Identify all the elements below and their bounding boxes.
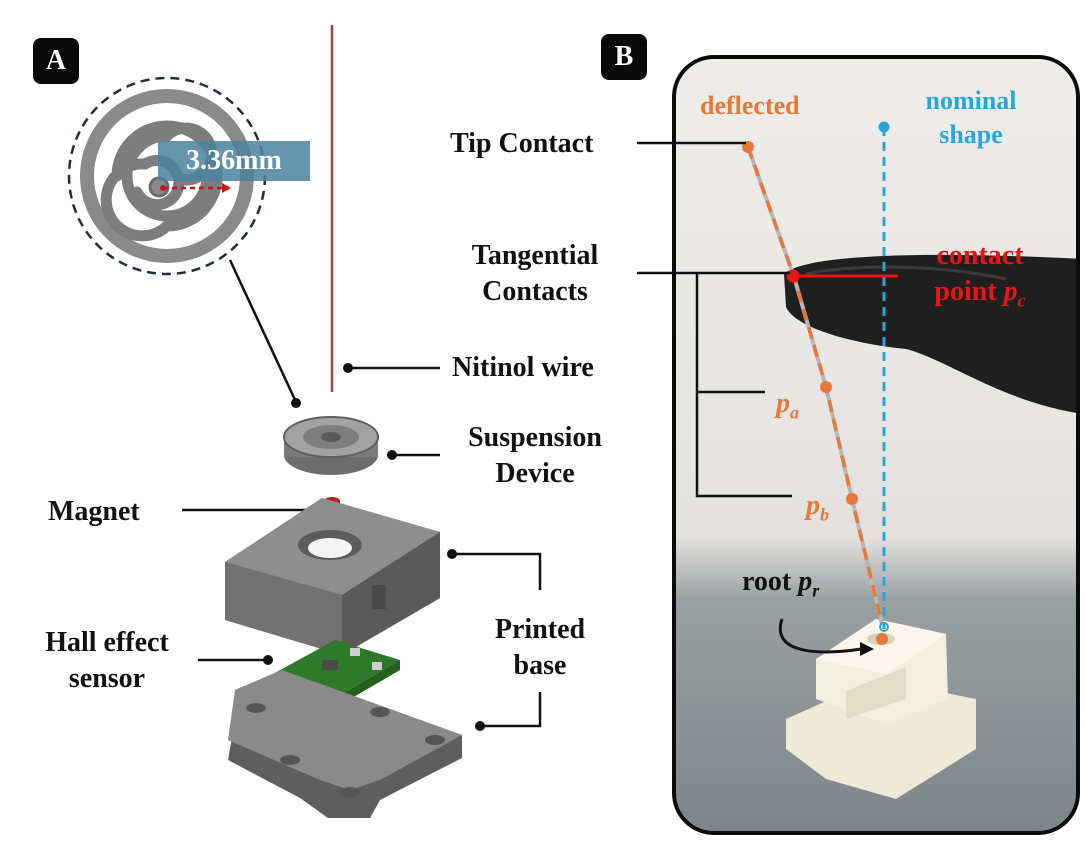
- tip-contact-label: Tip Contact: [450, 128, 594, 159]
- panel-a-badge: A: [33, 38, 79, 84]
- nominal-shape-label: nominal shape: [908, 84, 1034, 152]
- nominal-line1: nominal: [925, 86, 1017, 115]
- suspension-label-line1: Suspension: [468, 422, 602, 453]
- pa-sub: a: [790, 402, 799, 423]
- deflected-label: deflected: [700, 91, 800, 120]
- tangential-label-line2: Contacts: [482, 276, 588, 307]
- printed-base-label: Printed base: [470, 612, 610, 684]
- hall-sensor-label: Hall effect sensor: [22, 625, 192, 697]
- contact-line2: point pc: [910, 274, 1050, 319]
- deflected-curve: [746, 146, 884, 625]
- suspension-device-icon: [283, 416, 379, 475]
- photo-frame: [672, 55, 1080, 835]
- printed-label-line2: base: [513, 650, 567, 681]
- magnet-label: Magnet: [48, 496, 140, 527]
- panel-b-badge: B: [601, 34, 647, 80]
- nominal-line2: shape: [939, 120, 1003, 149]
- root-sym: p: [798, 566, 813, 597]
- pb-label: pb: [806, 488, 829, 533]
- printed-base-lower-icon: [228, 670, 462, 818]
- printed-base-photo: [786, 619, 976, 799]
- tangential-label-line1: Tangential: [471, 240, 599, 271]
- contact-line1: contact: [936, 240, 1024, 271]
- hall-label-line1: Hall effect: [45, 627, 169, 658]
- pa-label: pa: [776, 386, 799, 431]
- root-word: root: [742, 566, 792, 597]
- root-label: root pr: [742, 564, 819, 609]
- printed-label-line1: Printed: [494, 614, 586, 645]
- finger: [784, 254, 1076, 413]
- contact-point-label: contact point pc: [910, 238, 1050, 319]
- tangential-contacts-label: Tangential Contacts: [450, 238, 620, 310]
- suspension-label-line2: Device: [495, 458, 575, 489]
- contact-point-word: point: [934, 276, 997, 307]
- root-sub: r: [812, 580, 820, 601]
- contact-sym: p: [1003, 276, 1018, 307]
- contact-sub: c: [1017, 290, 1026, 311]
- contact-point-marker: [786, 269, 800, 283]
- printed-base-upper-icon: [225, 498, 440, 655]
- pb-sym: p: [806, 490, 820, 521]
- hall-label-line2: sensor: [68, 663, 146, 694]
- nitinol-wire-label: Nitinol wire: [452, 352, 594, 383]
- pb-sub: b: [820, 504, 829, 525]
- measurement-label: 3.36mm: [158, 141, 310, 181]
- photo-scene: [742, 121, 1076, 799]
- suspension-device-label: Suspension Device: [440, 420, 630, 492]
- pa-sym: p: [776, 388, 790, 419]
